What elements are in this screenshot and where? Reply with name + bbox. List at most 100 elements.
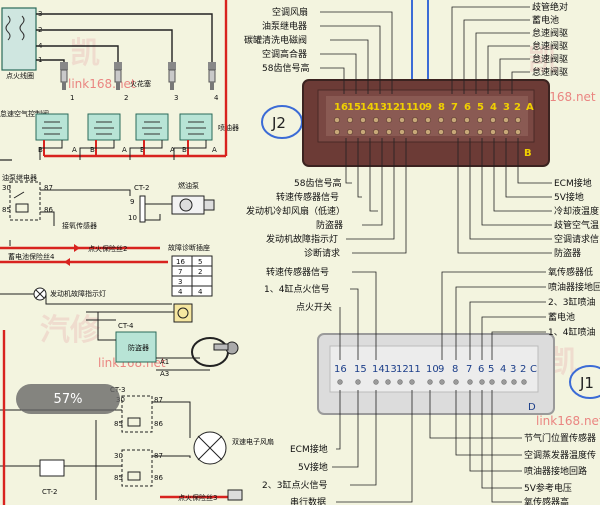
j2-label-diag-request: 诊断请求 bbox=[304, 247, 340, 259]
relay-pin: 85 bbox=[114, 420, 123, 428]
arrow-icon bbox=[64, 258, 70, 266]
power-wires bbox=[0, 0, 228, 161]
relay-pin: 30 bbox=[114, 452, 123, 460]
fan-label: 双速电子风扇 bbox=[232, 437, 274, 446]
j1-label-5v-ref: 5V参考电压 bbox=[524, 482, 572, 494]
plug-pin: 4 bbox=[214, 94, 219, 102]
j2-label-ac-fan: 空调风扇 bbox=[272, 6, 308, 18]
j2-label-idle-1: 怠速阀驱 bbox=[532, 27, 568, 39]
j2-pin: 13 bbox=[373, 102, 387, 113]
diag-pin: 4 bbox=[178, 288, 183, 296]
fuse4-label: 蓄电池保险丝4 bbox=[8, 252, 55, 261]
j2-label-intake-temp: 歧管空气温 bbox=[554, 219, 599, 231]
j2-label-idle-4: 怠速阀驱 bbox=[532, 66, 568, 78]
j1-label-throttle: 节气门位置传感器 bbox=[524, 432, 596, 444]
j2-pin: 2 bbox=[514, 102, 521, 113]
j2-pin: 4 bbox=[490, 102, 497, 113]
relay-pin: 85 bbox=[114, 474, 123, 482]
fan-relay-2: 30 87 85 86 bbox=[114, 449, 163, 487]
injector-pin-a: A bbox=[72, 146, 77, 154]
relay-to-pump-wire bbox=[40, 189, 131, 196]
j2-pin: 3 bbox=[503, 102, 510, 113]
relay-pin: 87 bbox=[44, 184, 53, 192]
j2-pin: 5 bbox=[477, 102, 484, 113]
j2-pin: 14 bbox=[360, 102, 374, 113]
j2-pin: 9 bbox=[425, 102, 432, 113]
relay-pin: 30 bbox=[2, 184, 11, 192]
injector-label: 喷油器 bbox=[218, 123, 239, 132]
coil-wires bbox=[36, 13, 213, 62]
j1-pin: 12 bbox=[396, 364, 409, 375]
j1-pin: 16 bbox=[334, 364, 347, 375]
relay-pin: 86 bbox=[44, 206, 53, 214]
j2-label-ecm-ground: ECM接地 bbox=[554, 177, 592, 189]
j2-label-coolant-temp: 冷却液温度 bbox=[554, 205, 599, 217]
injector-pin-b: B bbox=[182, 146, 187, 154]
watermark-url: link168.net bbox=[536, 414, 600, 428]
j2-label-5v-ground: 5V接地 bbox=[554, 191, 584, 203]
j2-label-immobilizer-b: 防盗器 bbox=[554, 247, 581, 259]
j1-label-ecm-ground: ECM接地 bbox=[290, 443, 328, 455]
j2-pin: 15 bbox=[347, 102, 361, 113]
watermark-url: link168.net bbox=[68, 77, 136, 91]
immobilizer-box bbox=[115, 331, 157, 363]
j1-right-top-leaders bbox=[441, 271, 546, 360]
j2-label-fault-lamp: 发动机故障指示灯 bbox=[266, 233, 338, 245]
j1-label-5v-ground: 5V接地 bbox=[298, 461, 328, 473]
relay-pin: 86 bbox=[154, 420, 163, 428]
ct4-label: CT-4 bbox=[118, 322, 134, 330]
fuse3-label: 点火保险丝3 bbox=[178, 493, 217, 502]
j1-pin-holes bbox=[337, 379, 527, 385]
j2-pin: 16 bbox=[334, 102, 348, 113]
j2-label-idle-3: 怠速阀驱 bbox=[532, 53, 568, 65]
j2-pin: 10 bbox=[412, 102, 426, 113]
key-icon bbox=[191, 337, 239, 367]
j2-id: J2 bbox=[271, 114, 286, 132]
j2-row-b-label: B bbox=[524, 148, 532, 159]
j2-right-top-leaders bbox=[451, 6, 530, 94]
injector-pin-a: A bbox=[122, 146, 127, 154]
engine-lamp bbox=[33, 287, 47, 301]
watermark-brand: 汽修 bbox=[40, 313, 101, 348]
diag-socket-label: 故障诊断插座 bbox=[168, 243, 210, 252]
j1-label-speed-sensor: 转速传感器信号 bbox=[266, 266, 329, 278]
ignition-coil-label: 点火线圈 bbox=[6, 71, 34, 80]
immobilizer-coil bbox=[173, 303, 193, 323]
diag-pin: 5 bbox=[198, 258, 202, 266]
j1-pin: 8 bbox=[452, 364, 458, 375]
j2-label-fan-low: 发动机冷却风扇（低速） bbox=[246, 205, 345, 217]
j1-id: J1 bbox=[579, 374, 594, 392]
j2-pin: 7 bbox=[451, 102, 458, 113]
lamp-wire bbox=[0, 293, 172, 305]
j1-label-serial-data: 串行数据 bbox=[290, 496, 326, 505]
injector-pin-a: A bbox=[212, 146, 217, 154]
j1-label-ign-14: 1、4缸点火信号 bbox=[264, 283, 329, 295]
fan-wires bbox=[0, 401, 191, 500]
j2-label-immobilizer: 防盗器 bbox=[316, 219, 343, 231]
pump-pin: 10 bbox=[128, 214, 137, 222]
j1-pin: 9 bbox=[438, 364, 444, 375]
j2-label-ac-request: 空调请求信 bbox=[554, 233, 599, 245]
diag-pin: 4 bbox=[198, 288, 203, 296]
plug-pin: 3 bbox=[174, 94, 178, 102]
j1-label-injector-gnd-b: 喷油器接地回路 bbox=[524, 465, 587, 477]
j1-pin: 4 bbox=[500, 364, 506, 375]
j2-top-leaders bbox=[320, 11, 393, 94]
j1-badge bbox=[569, 365, 600, 399]
j1-label-injector-gnd: 喷油器接地回 bbox=[548, 281, 600, 293]
ct2-label: CT-2 bbox=[134, 184, 150, 192]
fuel-pump-label: 燃油泵 bbox=[178, 181, 199, 190]
immobilizer-label: 防盗器 bbox=[128, 343, 149, 352]
relay-pin: 87 bbox=[154, 396, 163, 404]
j1-pin: 5 bbox=[488, 364, 494, 375]
j1-right-bottom-leaders bbox=[429, 390, 522, 503]
immobilizer-wires bbox=[86, 311, 174, 341]
j2-pin: 8 bbox=[438, 102, 445, 113]
oxygen-sensor-label: 接氧传感器 bbox=[62, 221, 97, 230]
fuse2-label: 点火保险丝2 bbox=[88, 244, 127, 253]
ignition-coil: 点火线圈 bbox=[1, 7, 37, 80]
progress-indicator: 57% bbox=[16, 384, 120, 414]
j2-label-canister: 碳罐清洗电磁阀 bbox=[244, 34, 307, 46]
diag-pin: 2 bbox=[198, 268, 202, 276]
